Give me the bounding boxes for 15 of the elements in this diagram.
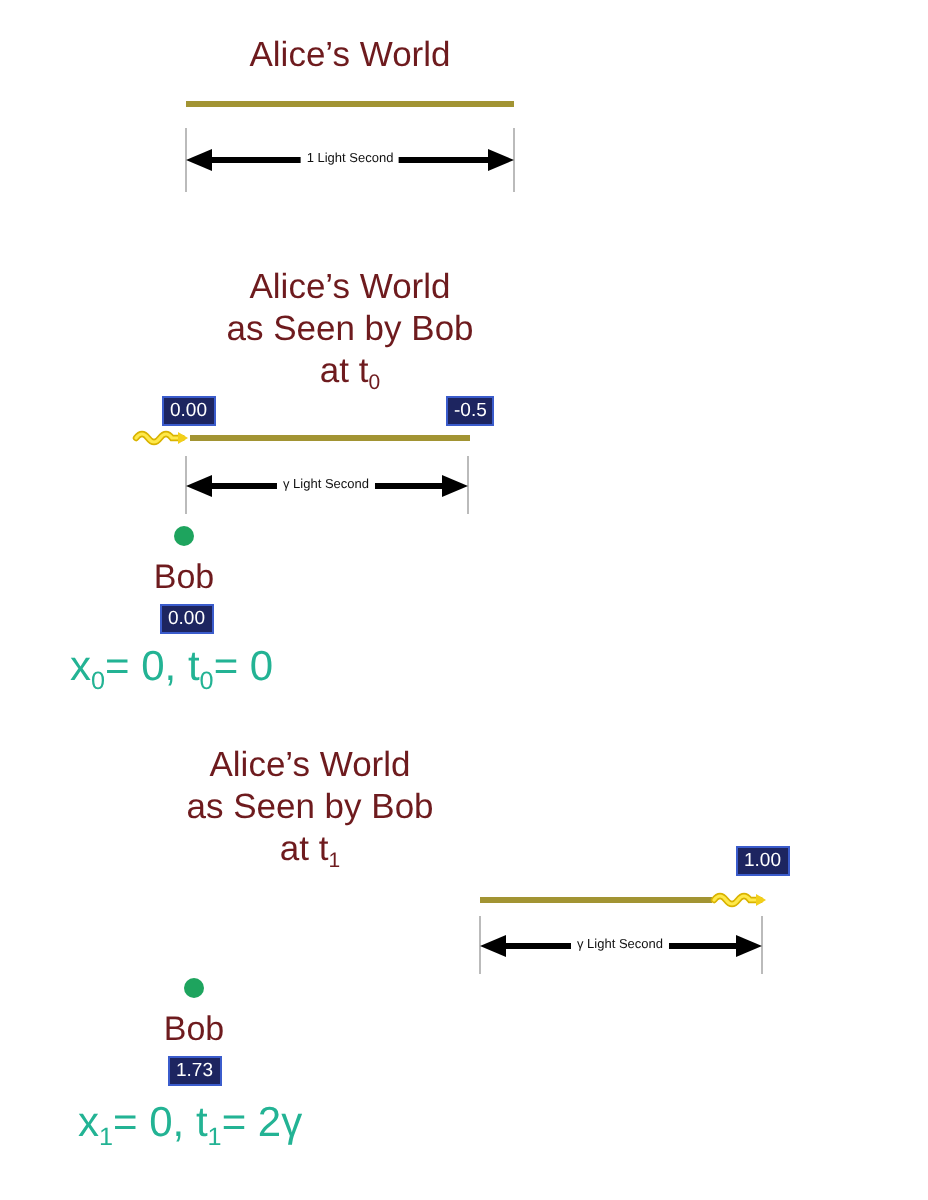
- equation-text: x$_{1}$= 0, t$_{1}$= 2γ: [78, 1100, 303, 1148]
- clock-readout: 0.00: [162, 396, 215, 426]
- name-label: Bob: [163, 1010, 225, 1050]
- rod-bar: [190, 435, 470, 441]
- heading: Alice’s World: [249, 34, 451, 76]
- heading: Alice’s World as Seen by Bob at t$_{0}$: [226, 266, 474, 392]
- name-label: Bob: [153, 558, 215, 598]
- equation-text: x$_{0}$= 0, t$_{0}$= 0: [70, 644, 274, 692]
- clock-readout: 0.00: [160, 604, 213, 634]
- clock-readout: 1.00: [736, 846, 789, 876]
- clock-readout: -0.5: [446, 396, 495, 426]
- rod-bar: [186, 101, 514, 107]
- rod-bar: [480, 897, 712, 903]
- heading: Alice’s World as Seen by Bob at t$_{1}$: [186, 744, 434, 870]
- clock-readout: 1.73: [168, 1056, 221, 1086]
